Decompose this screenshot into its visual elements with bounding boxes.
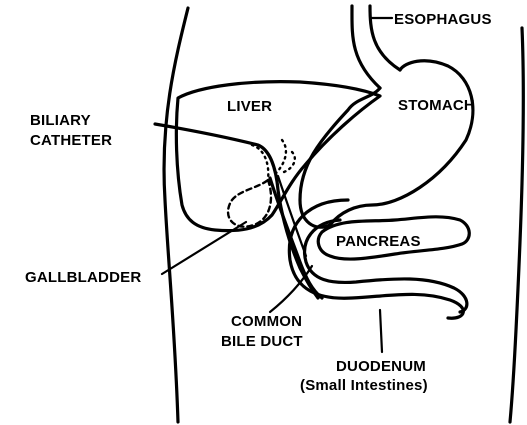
stomach-label: STOMACH (398, 97, 475, 114)
gallbladder-pointer (162, 222, 246, 274)
biliary-catheter-label-line1: BILIARY (30, 112, 91, 129)
gallbladder-label: GALLBLADDER (25, 269, 141, 286)
biliary-catheter-label-line2: CATHETER (30, 132, 112, 149)
duodenum-label-line1: DUODENUM (336, 358, 426, 375)
liver-label: LIVER (227, 98, 272, 115)
pancreas-label: PANCREAS (336, 233, 421, 250)
body-outline-left (164, 8, 188, 422)
common-bile-duct-label-line1: COMMON (231, 313, 302, 330)
duodenum-label-line2: (Small Intestines) (300, 377, 428, 394)
esophagus-label: ESOPHAGUS (394, 11, 492, 28)
duodenum-pointer (380, 310, 382, 352)
bile-duct-dotted-3 (284, 152, 295, 172)
common-bile-duct-label-line2: BILE DUCT (221, 333, 303, 350)
body-outline-right (510, 28, 523, 422)
